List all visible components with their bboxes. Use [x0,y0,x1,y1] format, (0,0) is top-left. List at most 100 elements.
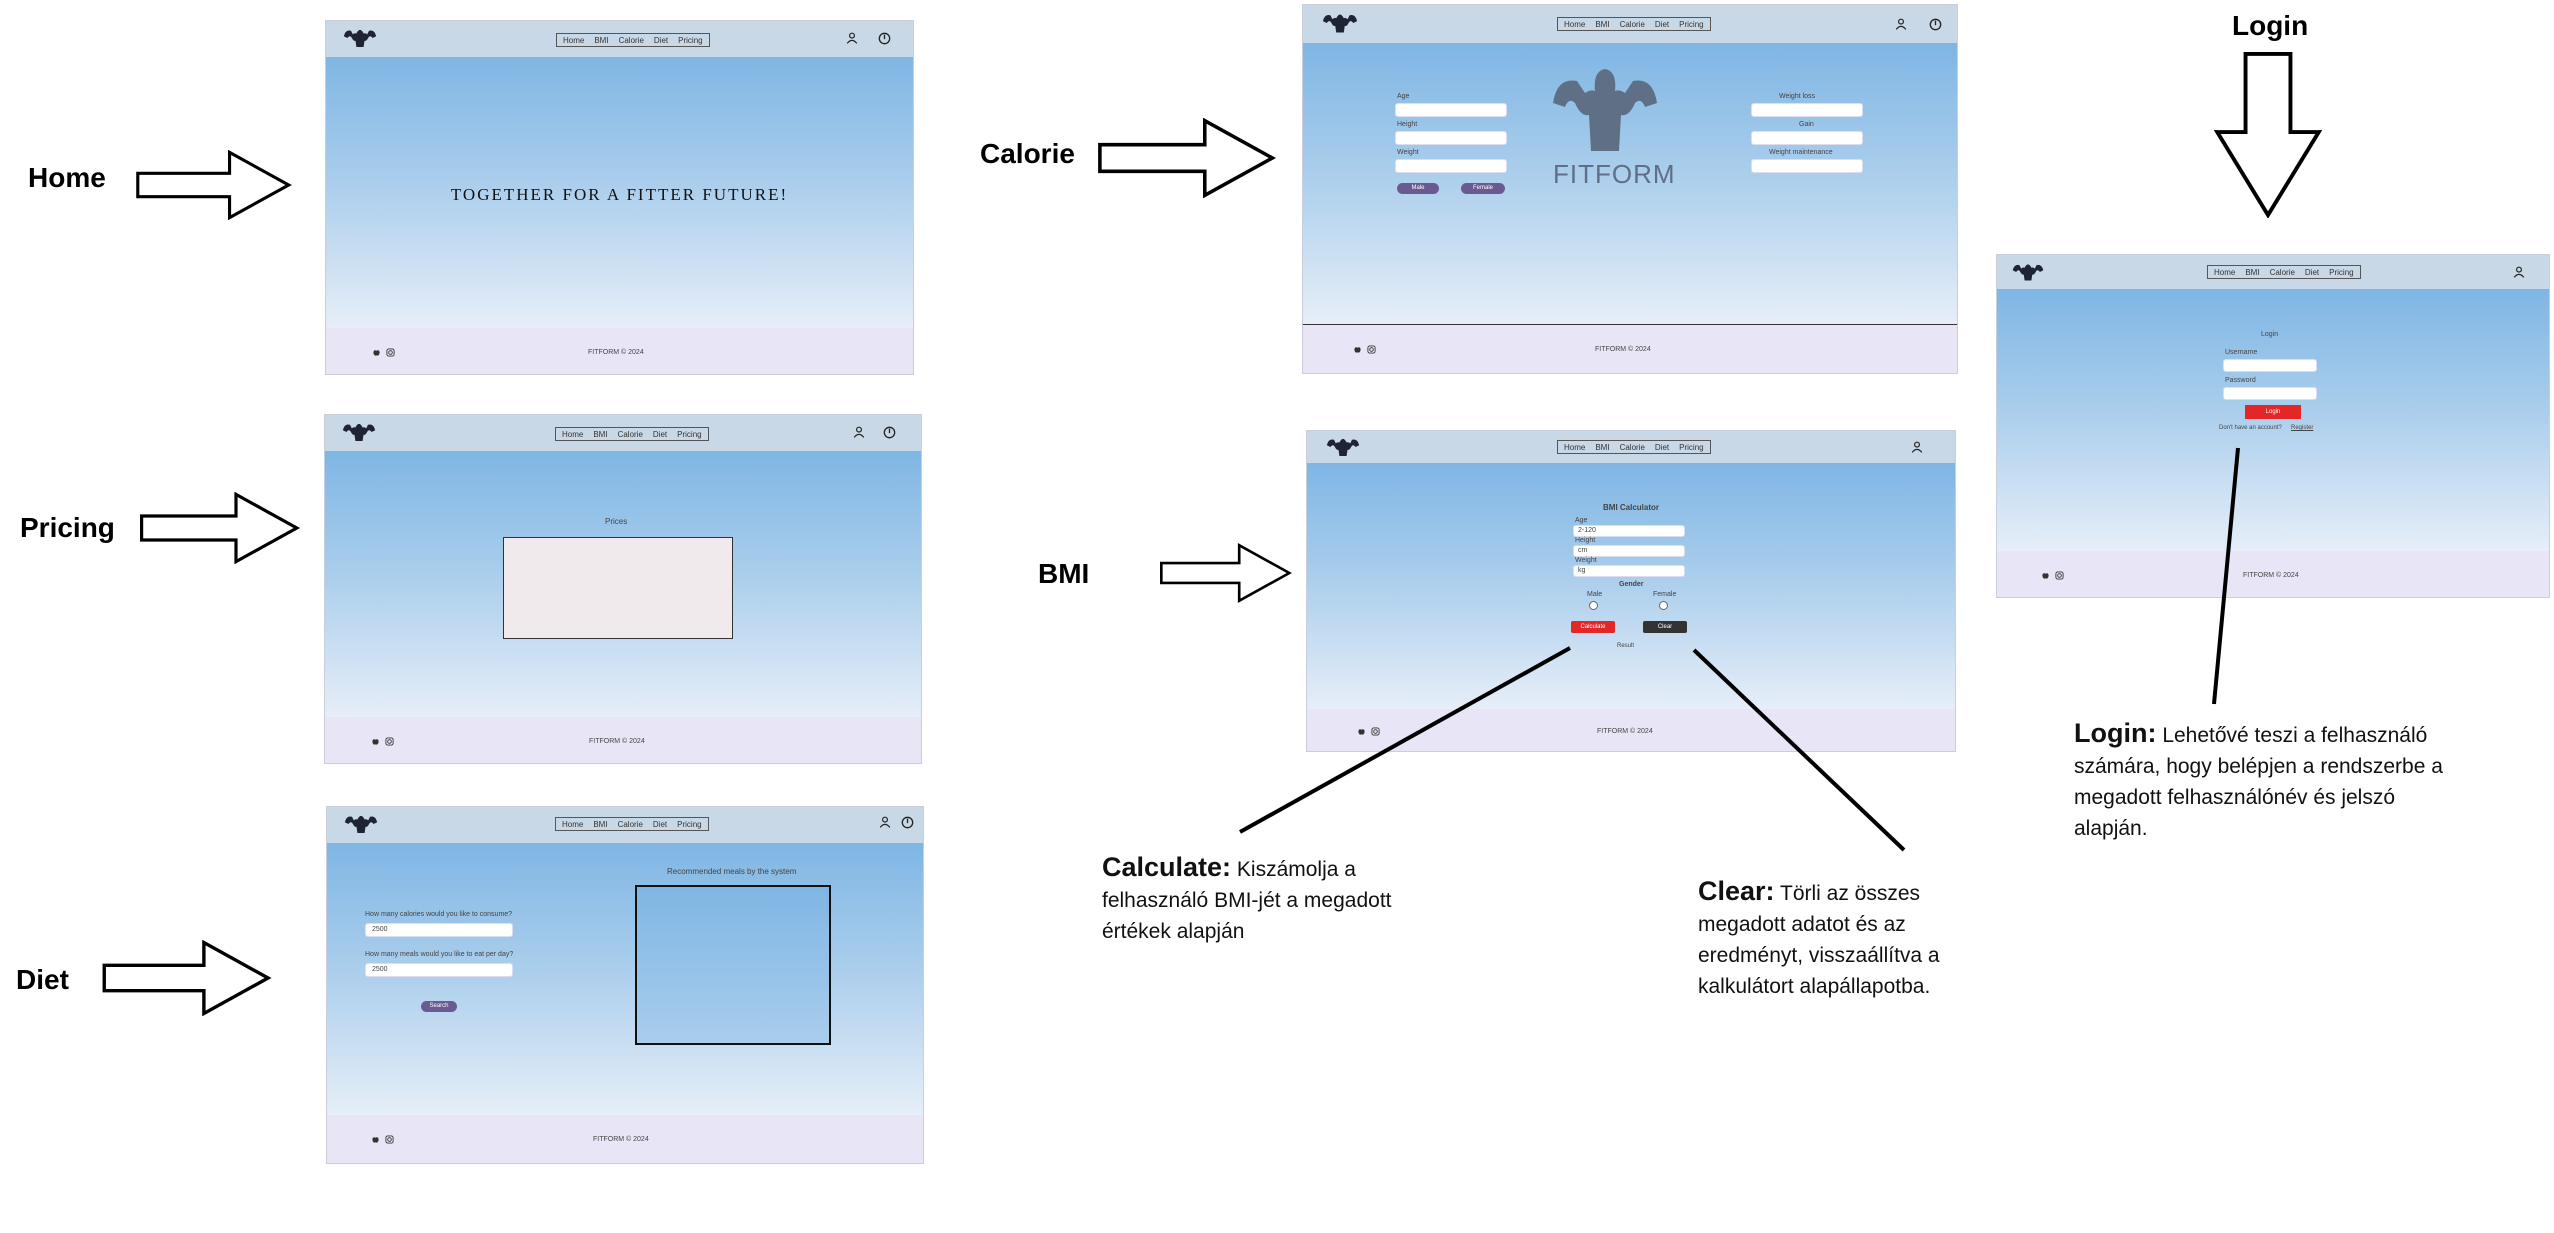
gain-label: Gain [1799,121,1814,128]
male-radio[interactable] [1589,601,1598,610]
login-description-title: Login: [2074,718,2157,748]
bmi-height-input[interactable]: cm [1573,545,1685,557]
male-button[interactable]: Male [1397,183,1439,194]
login-button[interactable]: Login [2245,405,2301,419]
calories-question: How many calories would you like to cons… [365,911,513,918]
register-prompt: Don't have an account? [2219,425,2282,431]
weight-loss-label: Weight loss [1779,93,1816,100]
nav-calorie[interactable]: Calorie [1619,442,1645,452]
hero-title: TOGETHER FOR A FITTER FUTURE! [450,185,789,204]
username-input[interactable] [2223,359,2317,372]
nav-menu: Home BMI Calorie Diet Pricing [1557,17,1711,31]
footer-copyright: FITFORM © 2024 [588,349,644,356]
login-description: Login: Lehetővé teszi a felhasználó szám… [2074,718,2444,844]
navbar [1307,431,1955,463]
nav-pricing[interactable]: Pricing [677,819,702,829]
clear-button[interactable]: Clear [1643,621,1687,633]
calories-input[interactable]: 2500 [365,923,513,937]
nav-bmi[interactable]: BMI [593,429,608,439]
bmi-weight-input[interactable]: kg [1573,565,1685,577]
female-radio[interactable] [1659,601,1668,610]
female-button[interactable]: Female [1461,183,1505,194]
nav-diet[interactable]: Diet [2304,267,2320,277]
footer: FITFORM © 2024 [325,717,921,763]
nav-diet[interactable]: Diet [652,819,668,829]
height-input[interactable] [1395,131,1507,145]
footer-copyright: FITFORM © 2024 [1597,728,1653,735]
nav-diet[interactable]: Diet [653,35,669,45]
age-label: Age [1397,93,1410,100]
nav-home[interactable]: Home [563,35,585,45]
meals-input[interactable]: 2500 [365,963,513,977]
calculate-description-title: Calculate: [1102,852,1232,882]
nav-calorie[interactable]: Calorie [2269,267,2295,277]
pricing-heading: Prices [605,517,628,526]
nav-menu: Home BMI Calorie Diet Pricing [555,817,709,831]
footer: FITFORM © 2024 [1303,325,1957,373]
weight-loss-output [1751,103,1863,117]
nav-home[interactable]: Home [1564,442,1586,452]
nav-home[interactable]: Home [1564,19,1586,29]
weight-maintenance-label: Weight maintenance [1769,149,1833,156]
navbar [327,807,923,843]
nav-calorie[interactable]: Calorie [617,429,643,439]
nav-home[interactable]: Home [2214,267,2236,277]
footer-copyright: FITFORM © 2024 [589,738,645,745]
bmi-height-label: Height [1575,537,1596,544]
female-label: Female [1653,591,1677,598]
nav-bmi[interactable]: BMI [1595,442,1610,452]
nav-bmi[interactable]: BMI [593,819,608,829]
nav-home[interactable]: Home [562,819,584,829]
bmi-age-input[interactable]: 2-120 [1573,525,1685,537]
clear-description: Clear: Törli az összes megadott adatot é… [1698,876,1988,1002]
search-button[interactable]: Search [421,1001,457,1012]
nav-menu: Home BMI Calorie Diet Pricing [1557,440,1711,454]
navbar [325,415,921,451]
nav-pricing[interactable]: Pricing [1679,442,1704,452]
nav-diet[interactable]: Diet [1654,19,1670,29]
calculate-button[interactable]: Calculate [1571,621,1615,633]
nav-diet[interactable]: Diet [652,429,668,439]
bmi-age-placeholder: 2-120 [1578,527,1596,534]
nav-calorie[interactable]: Calorie [617,819,643,829]
footer: FITFORM © 2024 [327,1115,923,1163]
password-input[interactable] [2223,387,2317,400]
nav-calorie[interactable]: Calorie [618,35,644,45]
height-label: Height [1397,121,1418,128]
navbar [1303,5,1957,43]
nav-pricing[interactable]: Pricing [678,35,703,45]
bmi-weight-placeholder: kg [1578,567,1586,574]
calorie-screen: Home BMI Calorie Diet Pricing Age Height… [1302,4,1958,374]
bmi-age-label: Age [1575,517,1588,524]
calculate-description: Calculate: Kiszámolja a felhasználó BMI-… [1102,852,1432,947]
register-link[interactable]: Register [2291,425,2314,431]
calculate-description-text: Kiszámolja a felhasználó BMI-jét a megad… [1102,858,1392,943]
bmi-weight-label: Weight [1575,557,1597,564]
gender-title: Gender [1619,581,1644,588]
nav-home[interactable]: Home [562,429,584,439]
calories-value: 2500 [372,926,388,933]
nav-calorie[interactable]: Calorie [1619,19,1645,29]
bmi-height-placeholder: cm [1578,547,1588,554]
recommended-meals-panel [635,885,831,1045]
login-title: Login [2261,331,2279,338]
clear-description-text: Törli az összes megadott adatot és az er… [1698,882,1940,998]
age-input[interactable] [1395,103,1507,117]
login-screen: Home BMI Calorie Diet Pricing Login User… [1996,254,2550,598]
weight-label: Weight [1397,149,1419,156]
nav-diet[interactable]: Diet [1654,442,1670,452]
nav-menu: Home BMI Calorie Diet Pricing [555,427,709,441]
hero-section: TOGETHER FOR A FITTER FUTURE! [326,57,913,328]
diet-screen: Home BMI Calorie Diet Pricing How many c… [326,806,924,1164]
weight-input[interactable] [1395,159,1507,173]
nav-bmi[interactable]: BMI [594,35,609,45]
label-pricing: Pricing [20,512,115,543]
nav-pricing[interactable]: Pricing [677,429,702,439]
nav-pricing[interactable]: Pricing [1679,19,1704,29]
home-screen: Home BMI Calorie Diet Pricing TOGETHER F… [325,20,914,375]
nav-bmi[interactable]: BMI [2245,267,2260,277]
meals-question: How many meals would you like to eat per… [365,951,514,958]
nav-pricing[interactable]: Pricing [2329,267,2354,277]
clear-description-title: Clear: [1698,876,1775,906]
nav-bmi[interactable]: BMI [1595,19,1610,29]
